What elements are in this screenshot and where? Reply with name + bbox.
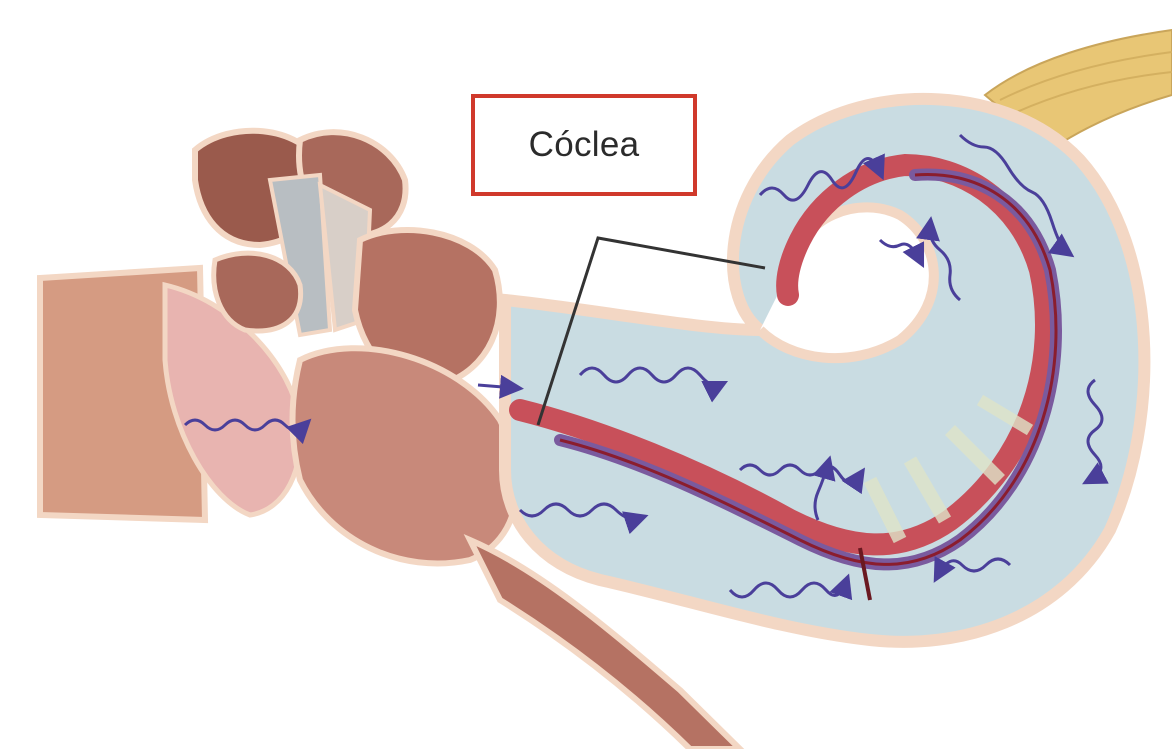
cochlea-label-box: Cóclea — [471, 94, 697, 196]
cochlea-label: Cóclea — [529, 125, 640, 165]
